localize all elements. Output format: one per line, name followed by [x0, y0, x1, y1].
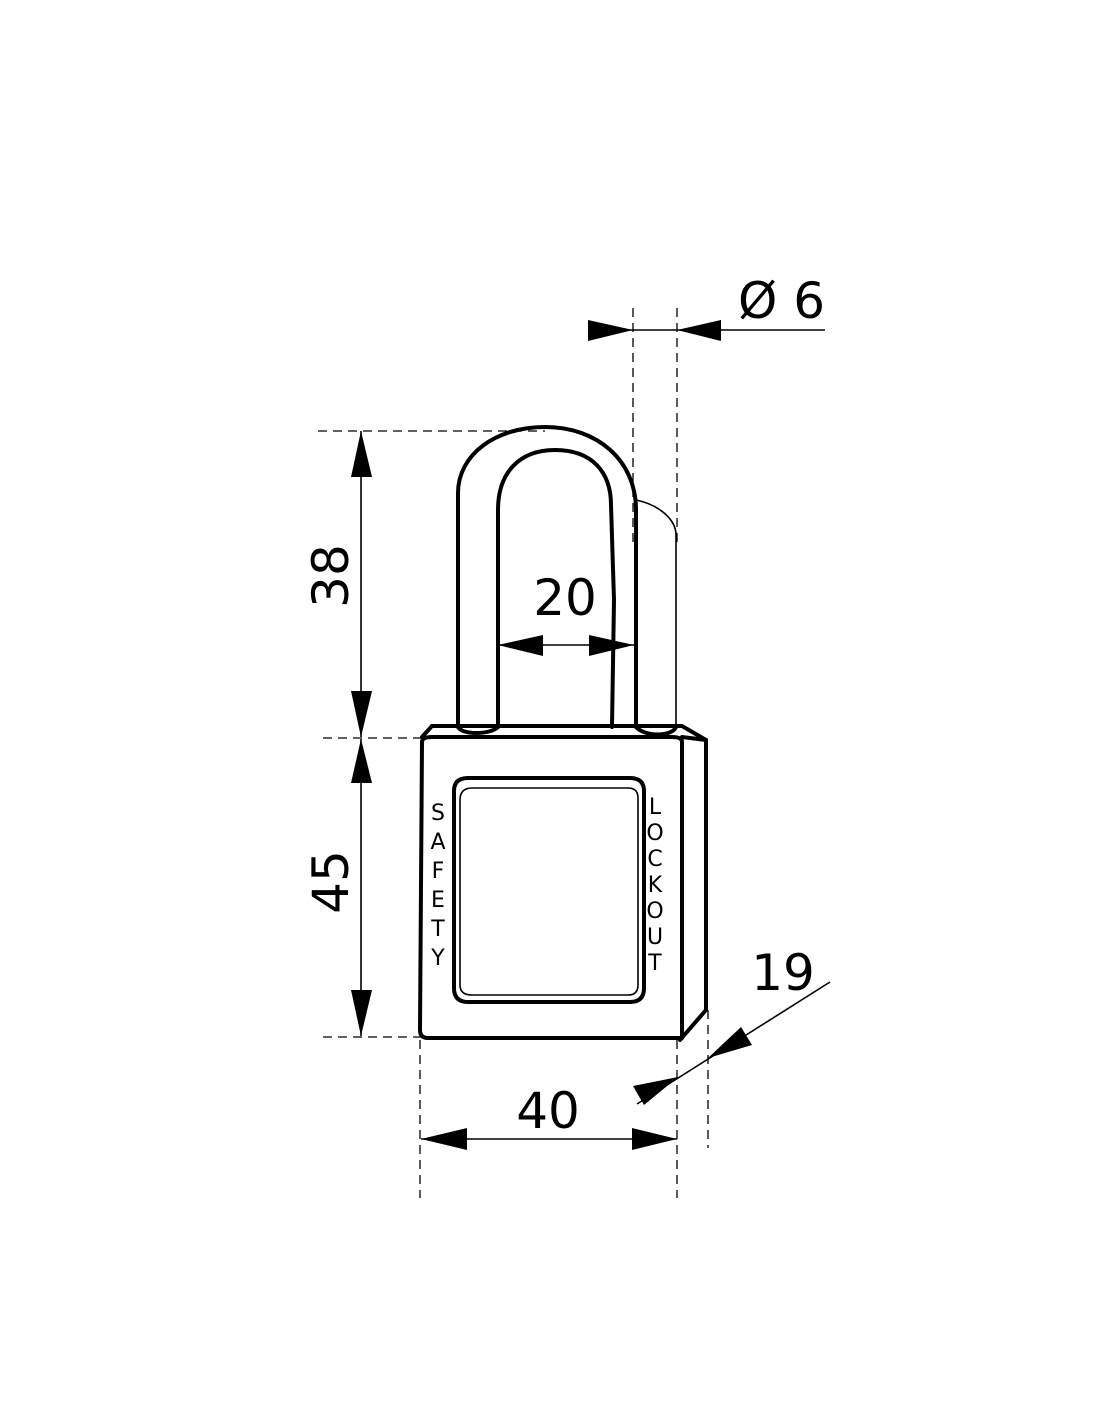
lockout-letter: T [647, 951, 662, 976]
dimension-shackle-height: 38 [302, 431, 372, 737]
safety-letter: A [430, 830, 445, 855]
shackle-width-label: 20 [533, 569, 597, 627]
shackle-height-label: 38 [302, 544, 360, 608]
lock-body [418, 724, 708, 1042]
lockout-letter: O [646, 821, 663, 846]
body-height-label: 45 [302, 850, 360, 914]
diameter-label: Ø 6 [738, 272, 825, 330]
safety-text: S A F E T Y [430, 801, 445, 971]
shackle [456, 425, 678, 737]
lockout-letter: O [646, 899, 663, 924]
lockout-letter: U [647, 925, 663, 950]
lockout-letter: L [649, 795, 662, 820]
safety-letter: Y [430, 946, 445, 971]
dimension-body-width: 40 [421, 1082, 677, 1150]
safety-letter: F [432, 859, 445, 884]
lockout-letter: K [648, 873, 663, 898]
body-depth-label: 19 [751, 944, 815, 1002]
safety-letter: S [431, 801, 445, 826]
lockout-letter: C [647, 847, 662, 872]
lockout-text: L O C K O U T [646, 795, 663, 976]
extension-lines [318, 308, 709, 1198]
dimension-diameter: Ø 6 [588, 272, 825, 341]
dimension-body-depth: 19 [633, 944, 831, 1105]
safety-letter: T [430, 917, 445, 942]
dimension-shackle-width: 20 [498, 569, 634, 656]
safety-letter: E [431, 888, 445, 913]
body-width-label: 40 [516, 1082, 580, 1140]
dimension-body-height: 45 [302, 739, 372, 1036]
